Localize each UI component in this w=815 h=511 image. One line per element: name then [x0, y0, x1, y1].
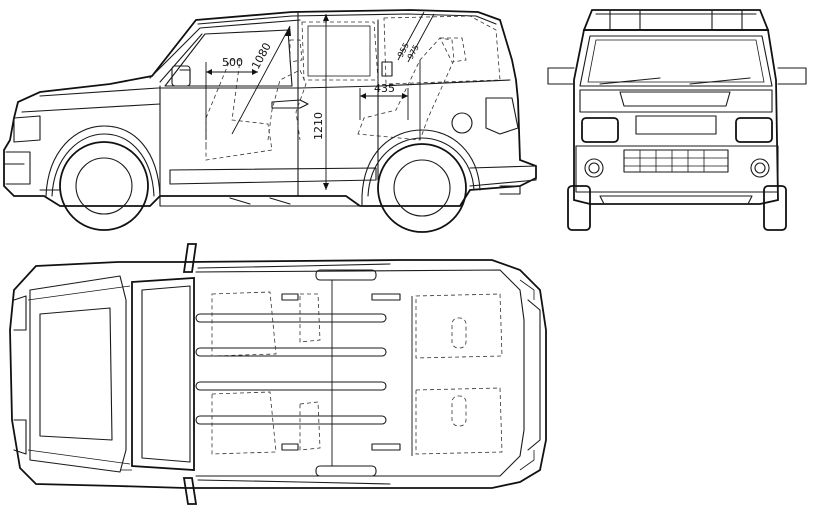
- roof-rack-bars: [195, 313, 387, 425]
- dim-500-label: 500: [222, 56, 243, 69]
- top-view: [9, 243, 547, 505]
- side-view: 500 1080 1210 435 955 975: [3, 9, 537, 233]
- dim-1210-label: 1210: [312, 112, 325, 140]
- front-view: [547, 9, 807, 231]
- dim-1080-label: 1080: [249, 41, 274, 72]
- dim-435-label: 435: [374, 82, 395, 95]
- rear-wheel: [377, 143, 467, 233]
- left-headlight: [581, 117, 619, 143]
- right-headlight: [735, 117, 773, 143]
- front-wheel: [59, 141, 149, 231]
